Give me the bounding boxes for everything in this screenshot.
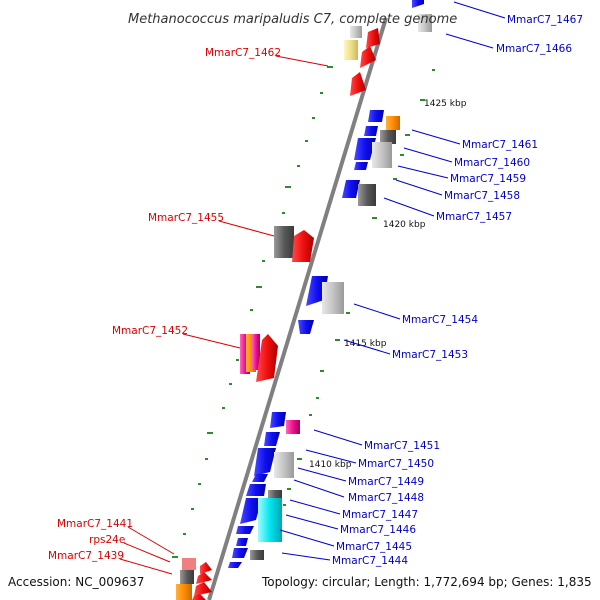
gene-label-right[interactable]: MmarC7_1451 <box>364 440 440 452</box>
gene-label-right[interactable]: MmarC7_1459 <box>450 173 526 185</box>
gene-label-right[interactable]: MmarC7_1453 <box>392 349 468 361</box>
gene-box-orange[interactable] <box>246 334 256 372</box>
gene-arrow-forward[interactable] <box>368 110 384 122</box>
gene-arrow-forward[interactable] <box>240 498 262 524</box>
gene-label-right[interactable]: MmarC7_1460 <box>454 157 530 169</box>
left-leader-lines <box>119 55 329 575</box>
gene-label-right[interactable]: MmarC7_1450 <box>358 458 434 470</box>
gene-box-grey[interactable] <box>274 452 294 478</box>
gene-arrow-reverse[interactable] <box>366 28 380 48</box>
gene-label-right[interactable]: MmarC7_1445 <box>336 541 412 553</box>
gene-arrow-reverse[interactable] <box>200 562 212 574</box>
scale-label-1410: 1410 kbp <box>309 460 352 470</box>
gene-arrow-forward[interactable] <box>246 484 266 496</box>
gene-label-right[interactable]: MmarC7_1448 <box>348 492 424 504</box>
gene-box-grey[interactable] <box>380 130 396 144</box>
gene-arrow-forward[interactable] <box>354 138 376 160</box>
gene-arrow-reverse[interactable] <box>350 72 366 96</box>
gene-label-right[interactable]: MmarC7_1458 <box>444 190 520 202</box>
gene-box-grey[interactable] <box>268 490 282 500</box>
gene-label-left[interactable]: MmarC7_1462 <box>205 47 281 59</box>
gene-feature-group-top <box>342 0 432 206</box>
scale-label-1415: 1415 kbp <box>344 339 387 349</box>
gene-arrow-reverse[interactable] <box>292 230 314 262</box>
gene-label-right[interactable]: MmarC7_1467 <box>507 14 583 26</box>
gene-arrow-reverse[interactable] <box>196 572 212 584</box>
gene-arrow-forward[interactable] <box>298 320 314 334</box>
gene-box-orange[interactable] <box>176 584 192 600</box>
gene-label-left[interactable]: MmarC7_1439 <box>48 550 124 562</box>
gene-feature-group-bottom <box>176 558 212 600</box>
gene-arrow-forward[interactable] <box>232 548 248 558</box>
gene-box-grey[interactable] <box>358 184 376 206</box>
genome-backbone <box>207 17 388 600</box>
gene-box-pink[interactable] <box>182 558 196 570</box>
gene-arrow-forward[interactable] <box>236 538 248 546</box>
gene-box-magenta[interactable] <box>252 334 260 370</box>
gene-arrow-forward[interactable] <box>254 448 276 476</box>
gene-arrow-forward[interactable] <box>364 126 378 136</box>
gene-label-right[interactable]: MmarC7_1466 <box>496 43 572 55</box>
gene-box-grey[interactable] <box>418 14 432 32</box>
genome-summary-text: Topology: circular; Length: 1,772,694 bp… <box>261 575 592 589</box>
gene-label-left[interactable]: MmarC7_1441 <box>57 518 133 530</box>
inner-tick-track <box>274 69 435 540</box>
gene-box-grey[interactable] <box>350 26 362 38</box>
gene-label-left[interactable]: rps24e <box>89 534 125 546</box>
gene-arrow-reverse[interactable] <box>194 582 212 596</box>
gene-box-cyan[interactable] <box>258 498 282 542</box>
gene-label-left[interactable]: MmarC7_1455 <box>148 212 224 224</box>
gene-box-grey[interactable] <box>274 226 294 258</box>
gene-label-right[interactable]: MmarC7_1444 <box>332 555 408 567</box>
gene-arrow-forward[interactable] <box>342 180 360 198</box>
scale-label-1420: 1420 kbp <box>383 220 426 230</box>
gene-arrow-forward[interactable] <box>354 162 368 170</box>
gene-arrow-forward[interactable] <box>252 474 268 482</box>
gene-box-grey[interactable] <box>180 570 194 584</box>
gene-arrow-forward[interactable] <box>236 526 254 534</box>
gene-box-grey[interactable] <box>250 550 264 560</box>
gene-box-grey[interactable] <box>372 142 392 168</box>
gene-arrow-forward[interactable] <box>412 0 424 8</box>
gene-label-right[interactable]: MmarC7_1457 <box>436 211 512 223</box>
gene-label-left[interactable]: MmarC7_1452 <box>112 325 188 337</box>
gene-label-right[interactable]: MmarC7_1447 <box>342 509 418 521</box>
gene-arrow-forward[interactable] <box>264 432 280 446</box>
gene-box-yellow[interactable] <box>344 40 358 60</box>
gene-label-right[interactable]: MmarC7_1449 <box>348 476 424 488</box>
scale-label-1425: 1425 kbp <box>424 99 467 109</box>
gene-label-right[interactable]: MmarC7_1446 <box>340 524 416 536</box>
gene-arrow-forward[interactable] <box>228 562 242 568</box>
gene-box-magenta[interactable] <box>240 334 250 374</box>
gene-arrow-reverse[interactable] <box>192 594 206 600</box>
gene-label-right[interactable]: MmarC7_1454 <box>402 314 478 326</box>
gene-feature-group-middle <box>240 226 344 382</box>
gene-box-grey[interactable] <box>322 282 344 314</box>
gene-box-magenta[interactable] <box>286 420 300 434</box>
gene-arrow-forward[interactable] <box>270 412 286 428</box>
genome-title: Methanococcus maripaludis C7, complete g… <box>128 12 457 27</box>
accession-text: Accession: NC_009637 <box>8 575 144 589</box>
gene-box-orange[interactable] <box>386 116 400 130</box>
right-leader-lines <box>279 1 506 561</box>
gene-label-right[interactable]: MmarC7_1461 <box>462 139 538 151</box>
outer-tick-track <box>172 66 333 558</box>
gene-feature-group-lower <box>228 412 300 568</box>
gene-arrow-reverse[interactable] <box>256 334 278 382</box>
gene-arrow-reverse[interactable] <box>360 46 376 68</box>
